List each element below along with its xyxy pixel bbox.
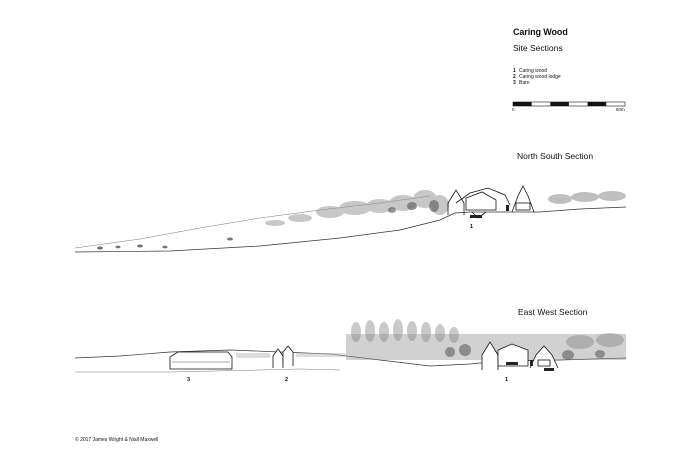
legend-label: Caring wood lodge [519, 74, 561, 80]
east-west-section-title: East West Section [518, 307, 588, 317]
north-south-section-title: North South Section [517, 151, 594, 161]
scale-start-label: 0 [512, 107, 515, 112]
ew-marker-3: 3 [187, 377, 191, 383]
ew-marker-1: 1 [505, 377, 509, 383]
legend-number: 3 [513, 80, 516, 86]
ew-marker-2: 2 [285, 377, 289, 383]
legend-label: Barn [519, 80, 530, 86]
drawing-subtitle: Site Sections [513, 43, 563, 53]
legend-label: Caring wood [519, 68, 548, 74]
legend-number: 2 [513, 74, 516, 80]
legend-number: 1 [513, 68, 516, 74]
scale-end-label: 60m [616, 107, 625, 112]
scale-bar [512, 101, 626, 107]
north-south-section [74, 185, 627, 253]
ns-marker-1: 1 [470, 224, 474, 230]
drawing-title: Caring Wood [513, 27, 568, 37]
copyright-note: © 2017 James Wright & Niall Maxwell [75, 437, 159, 443]
east-west-section [74, 319, 627, 373]
